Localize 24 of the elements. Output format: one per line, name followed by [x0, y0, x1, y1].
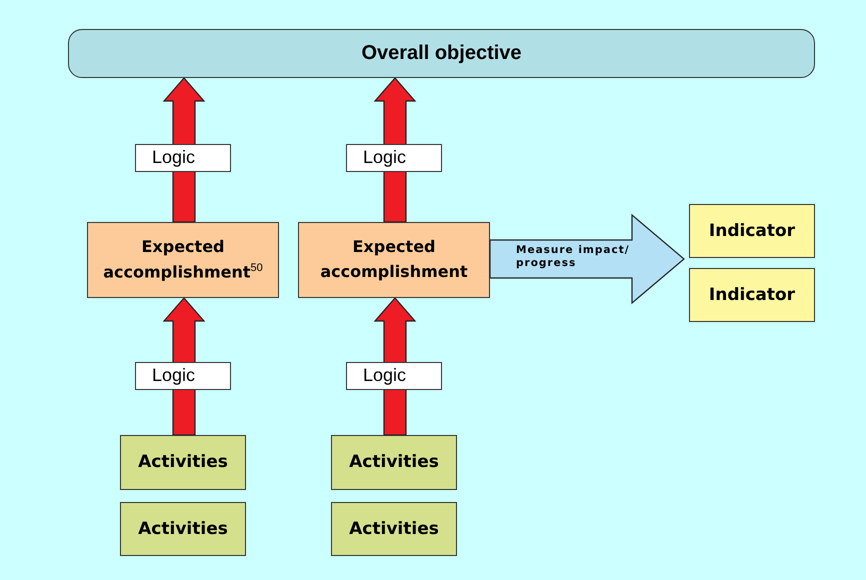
- node-text: Indicator: [708, 284, 796, 307]
- edge-label: Logic: [135, 362, 231, 390]
- node-text: Expected accomplishment: [319, 236, 469, 283]
- node-text: Activities: [349, 518, 439, 541]
- activities-box: [331, 502, 457, 556]
- edge-label: Logic: [135, 144, 231, 172]
- activities-box: [331, 435, 457, 490]
- node-text: Activities: [138, 518, 228, 541]
- node-text: Activities: [349, 451, 439, 474]
- accomplishment-box: [87, 222, 279, 298]
- activities-box: [120, 435, 246, 490]
- block-arrow: [489, 214, 685, 304]
- activities-box: [120, 502, 246, 556]
- objective-banner: [68, 29, 815, 78]
- node-text: Indicator: [708, 220, 796, 243]
- accomplishment-box: [298, 222, 490, 298]
- node-text: Overall objective: [361, 41, 522, 66]
- edge-label: Logic: [346, 362, 442, 390]
- edge-label: Measure impact/ progress: [516, 244, 631, 270]
- node-text: Activities: [138, 451, 228, 474]
- node-text: Expected accomplishment$^{50}$: [102, 236, 264, 284]
- indicator-box: [689, 268, 815, 322]
- edge-label: Logic: [346, 144, 442, 172]
- indicator-box: [689, 204, 815, 258]
